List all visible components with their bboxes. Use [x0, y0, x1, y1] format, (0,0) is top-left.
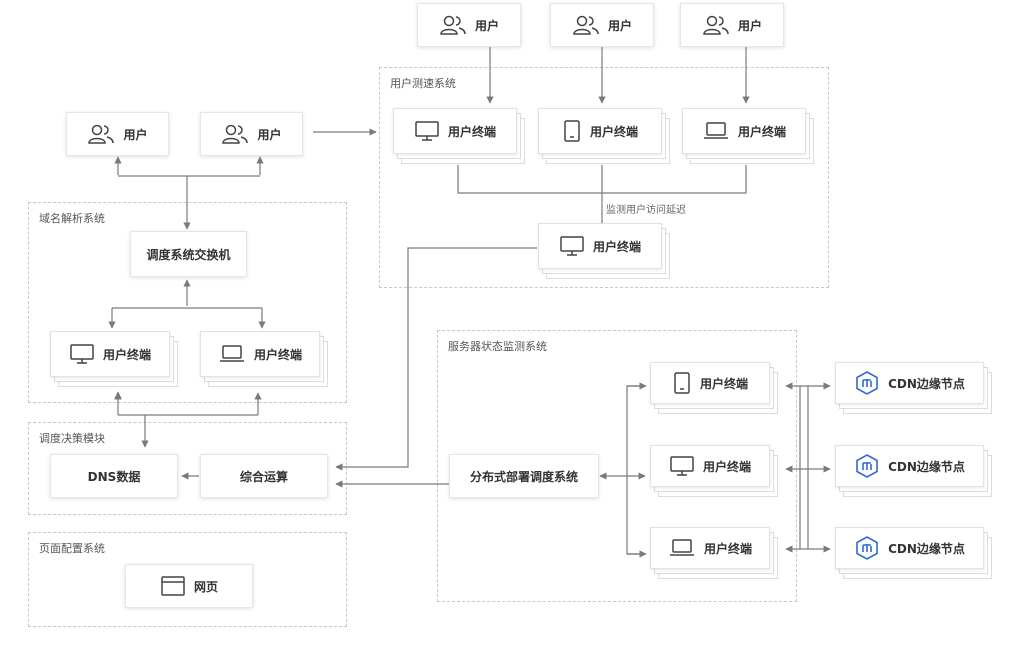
- cdn-stack: CDN边缘节点: [835, 445, 992, 499]
- terminal-node[interactable]: 用户终端: [650, 527, 770, 569]
- terminal-node[interactable]: 用户终端: [393, 108, 517, 154]
- user-label: 用户: [123, 127, 148, 142]
- cdn-icon: [854, 453, 880, 479]
- switch-label: 调度系统交换机: [146, 247, 231, 262]
- cdn-label: CDN边缘节点: [888, 376, 965, 391]
- switch-node[interactable]: 调度系统交换机: [130, 231, 247, 277]
- laptop-icon: [218, 343, 246, 365]
- edge-label-monitor-latency: 监测用户访问延迟: [606, 205, 686, 216]
- terminal-stack: 用户终端: [50, 331, 178, 389]
- terminal-stack: 用户终端: [650, 527, 778, 581]
- region-page-config: 页面配置系统: [28, 532, 347, 627]
- user-node[interactable]: 用户: [680, 3, 784, 47]
- terminal-label: 用户终端: [699, 376, 748, 391]
- terminal-node[interactable]: 用户终端: [682, 108, 806, 154]
- terminal-stack: 用户终端: [682, 108, 814, 166]
- terminal-node[interactable]: 用户终端: [538, 108, 662, 154]
- monitor-icon: [669, 455, 695, 477]
- laptop-icon: [668, 537, 696, 559]
- terminal-stack: 用户终端: [538, 223, 670, 281]
- terminal-label: 用户终端: [703, 541, 752, 556]
- region-speed-test: 用户测速系统: [379, 67, 829, 288]
- region-label: 调度决策模块: [39, 432, 105, 445]
- terminal-stack: 用户终端: [650, 362, 778, 416]
- terminal-label: 用户终端: [737, 124, 786, 139]
- distributed-label: 分布式部署调度系统: [469, 469, 578, 484]
- webpage-icon: [160, 575, 186, 597]
- monitor-icon: [414, 120, 440, 142]
- webpage-label: 网页: [193, 579, 218, 594]
- dns-data-node[interactable]: DNS数据: [50, 454, 178, 498]
- user-node[interactable]: 用户: [550, 3, 654, 47]
- user-label: 用户: [607, 18, 632, 33]
- compute-node[interactable]: 综合运算: [200, 454, 328, 498]
- cdn-icon: [854, 535, 880, 561]
- monitor-icon: [69, 343, 95, 365]
- webpage-node[interactable]: 网页: [125, 564, 253, 608]
- cdn-stack: CDN边缘节点: [835, 362, 992, 416]
- user-icon: [87, 123, 115, 145]
- terminal-stack: 用户终端: [393, 108, 525, 166]
- terminal-label: 用户终端: [253, 347, 302, 362]
- user-icon: [221, 123, 249, 145]
- terminal-label: 用户终端: [102, 347, 151, 362]
- terminal-stack: 用户终端: [200, 331, 328, 389]
- terminal-label: 用户终端: [702, 459, 751, 474]
- terminal-node[interactable]: 用户终端: [50, 331, 170, 377]
- user-icon: [702, 14, 730, 36]
- terminal-node[interactable]: 用户终端: [200, 331, 320, 377]
- cdn-node[interactable]: CDN边缘节点: [835, 527, 984, 569]
- terminal-label: 用户终端: [592, 239, 641, 254]
- user-icon: [572, 14, 600, 36]
- cdn-node[interactable]: CDN边缘节点: [835, 362, 984, 404]
- user-node[interactable]: 用户: [417, 3, 521, 47]
- terminal-node[interactable]: 用户终端: [538, 223, 662, 269]
- user-node[interactable]: 用户: [200, 112, 303, 156]
- cdn-icon: [854, 370, 880, 396]
- terminal-stack: 用户终端: [538, 108, 670, 166]
- user-label: 用户: [737, 18, 762, 33]
- region-label: 页面配置系统: [39, 542, 105, 555]
- region-dispatch-decision: 调度决策模块: [28, 422, 347, 515]
- terminal-label: 用户终端: [589, 124, 638, 139]
- terminal-node[interactable]: 用户终端: [650, 362, 770, 404]
- dns-data-label: DNS数据: [87, 469, 141, 484]
- cdn-stack: CDN边缘节点: [835, 527, 992, 581]
- cdn-node[interactable]: CDN边缘节点: [835, 445, 984, 487]
- tablet-icon: [562, 119, 582, 143]
- cdn-label: CDN边缘节点: [888, 541, 965, 556]
- user-node[interactable]: 用户: [66, 112, 169, 156]
- region-label: 域名解析系统: [39, 212, 105, 225]
- terminal-node[interactable]: 用户终端: [650, 445, 770, 487]
- cdn-label: CDN边缘节点: [888, 459, 965, 474]
- terminal-stack: 用户终端: [650, 445, 778, 499]
- terminal-label: 用户终端: [447, 124, 496, 139]
- compute-label: 综合运算: [239, 469, 288, 484]
- monitor-icon: [559, 235, 585, 257]
- user-label: 用户: [257, 127, 282, 142]
- user-label: 用户: [474, 18, 499, 33]
- user-icon: [439, 14, 467, 36]
- region-label: 用户测速系统: [390, 77, 456, 90]
- tablet-icon: [672, 371, 692, 395]
- region-label: 服务器状态监测系统: [448, 340, 547, 353]
- distributed-node[interactable]: 分布式部署调度系统: [449, 454, 599, 498]
- laptop-icon: [702, 120, 730, 142]
